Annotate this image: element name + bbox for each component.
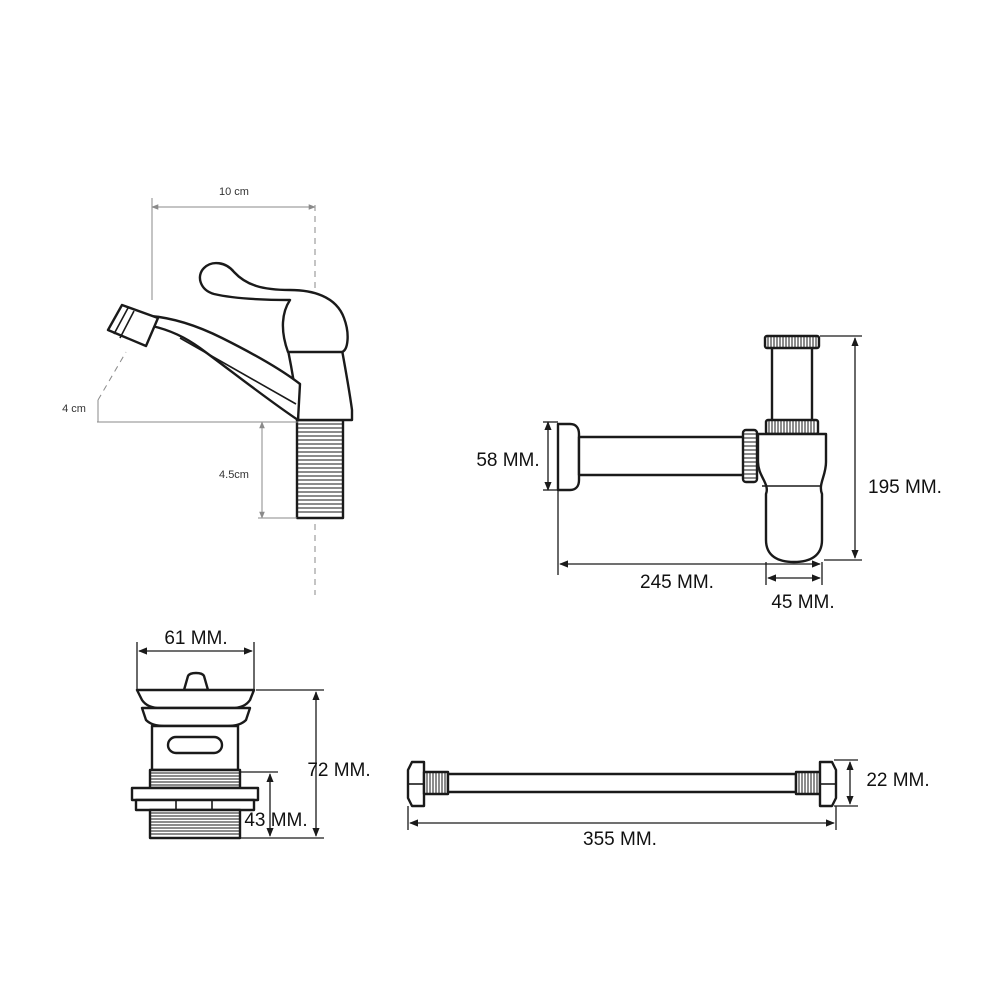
hose-tube — [446, 772, 798, 794]
waste-lower-thread — [148, 808, 242, 840]
faucet-width-label: 10 cm — [219, 186, 249, 198]
faucet-thread — [295, 418, 345, 520]
waste-washer — [134, 798, 256, 812]
hose-nut-size-label: 22 MM. — [866, 770, 929, 791]
hose-length-label: 355 MM. — [583, 829, 657, 850]
bottle-trap-height-label: 195 MM. — [868, 477, 942, 498]
pop-up-waste-drawing: 61 MM. 72 MM. 43 MM. — [130, 628, 371, 840]
faucet-spout-dash — [97, 351, 127, 401]
bottle-trap-collar — [764, 418, 820, 436]
faucet-spout-height-label: 4 cm — [62, 403, 86, 415]
waste-top-diameter-label: 61 MM. — [164, 628, 227, 649]
flex-hose-drawing: 22 MM. 355 MM. — [406, 759, 930, 850]
faucet-handle — [198, 261, 349, 354]
bottle-trap-length-label: 245 MM. — [640, 572, 714, 593]
bottle-trap-pipe-diameter-label: 58 MM. — [476, 450, 539, 471]
faucet-thread-length-label: 4.5cm — [219, 469, 249, 481]
bottle-trap-wall-flange — [556, 422, 581, 492]
bottle-trap-horizontal-pipe — [577, 435, 747, 477]
faucet-spout — [148, 314, 302, 422]
waste-cap-ring — [140, 706, 252, 728]
waste-total-height-label: 72 MM. — [307, 760, 370, 781]
bottle-trap-body — [756, 432, 828, 564]
waste-knob — [182, 671, 210, 692]
bottle-trap-tail-pipe — [770, 342, 814, 424]
faucet-aerator-ring — [113, 307, 129, 335]
bottle-trap-body-diameter-label: 45 MM. — [771, 592, 834, 613]
waste-top-cap — [135, 688, 256, 710]
faucet-drawing: 10 cm 4 cm 4.5cm — [62, 186, 354, 595]
bottle-trap-drawing: 58 MM. 195 MM. 245 MM. 45 MM. — [476, 334, 942, 613]
waste-thread-height-label: 43 MM. — [244, 810, 307, 831]
faucet-aerator-ring-2 — [119, 310, 135, 339]
faucet-spout-edge — [179, 337, 297, 405]
waste-flange-nut — [130, 786, 260, 802]
waste-overflow-slot — [166, 735, 224, 755]
faucet-aerator — [106, 303, 160, 348]
